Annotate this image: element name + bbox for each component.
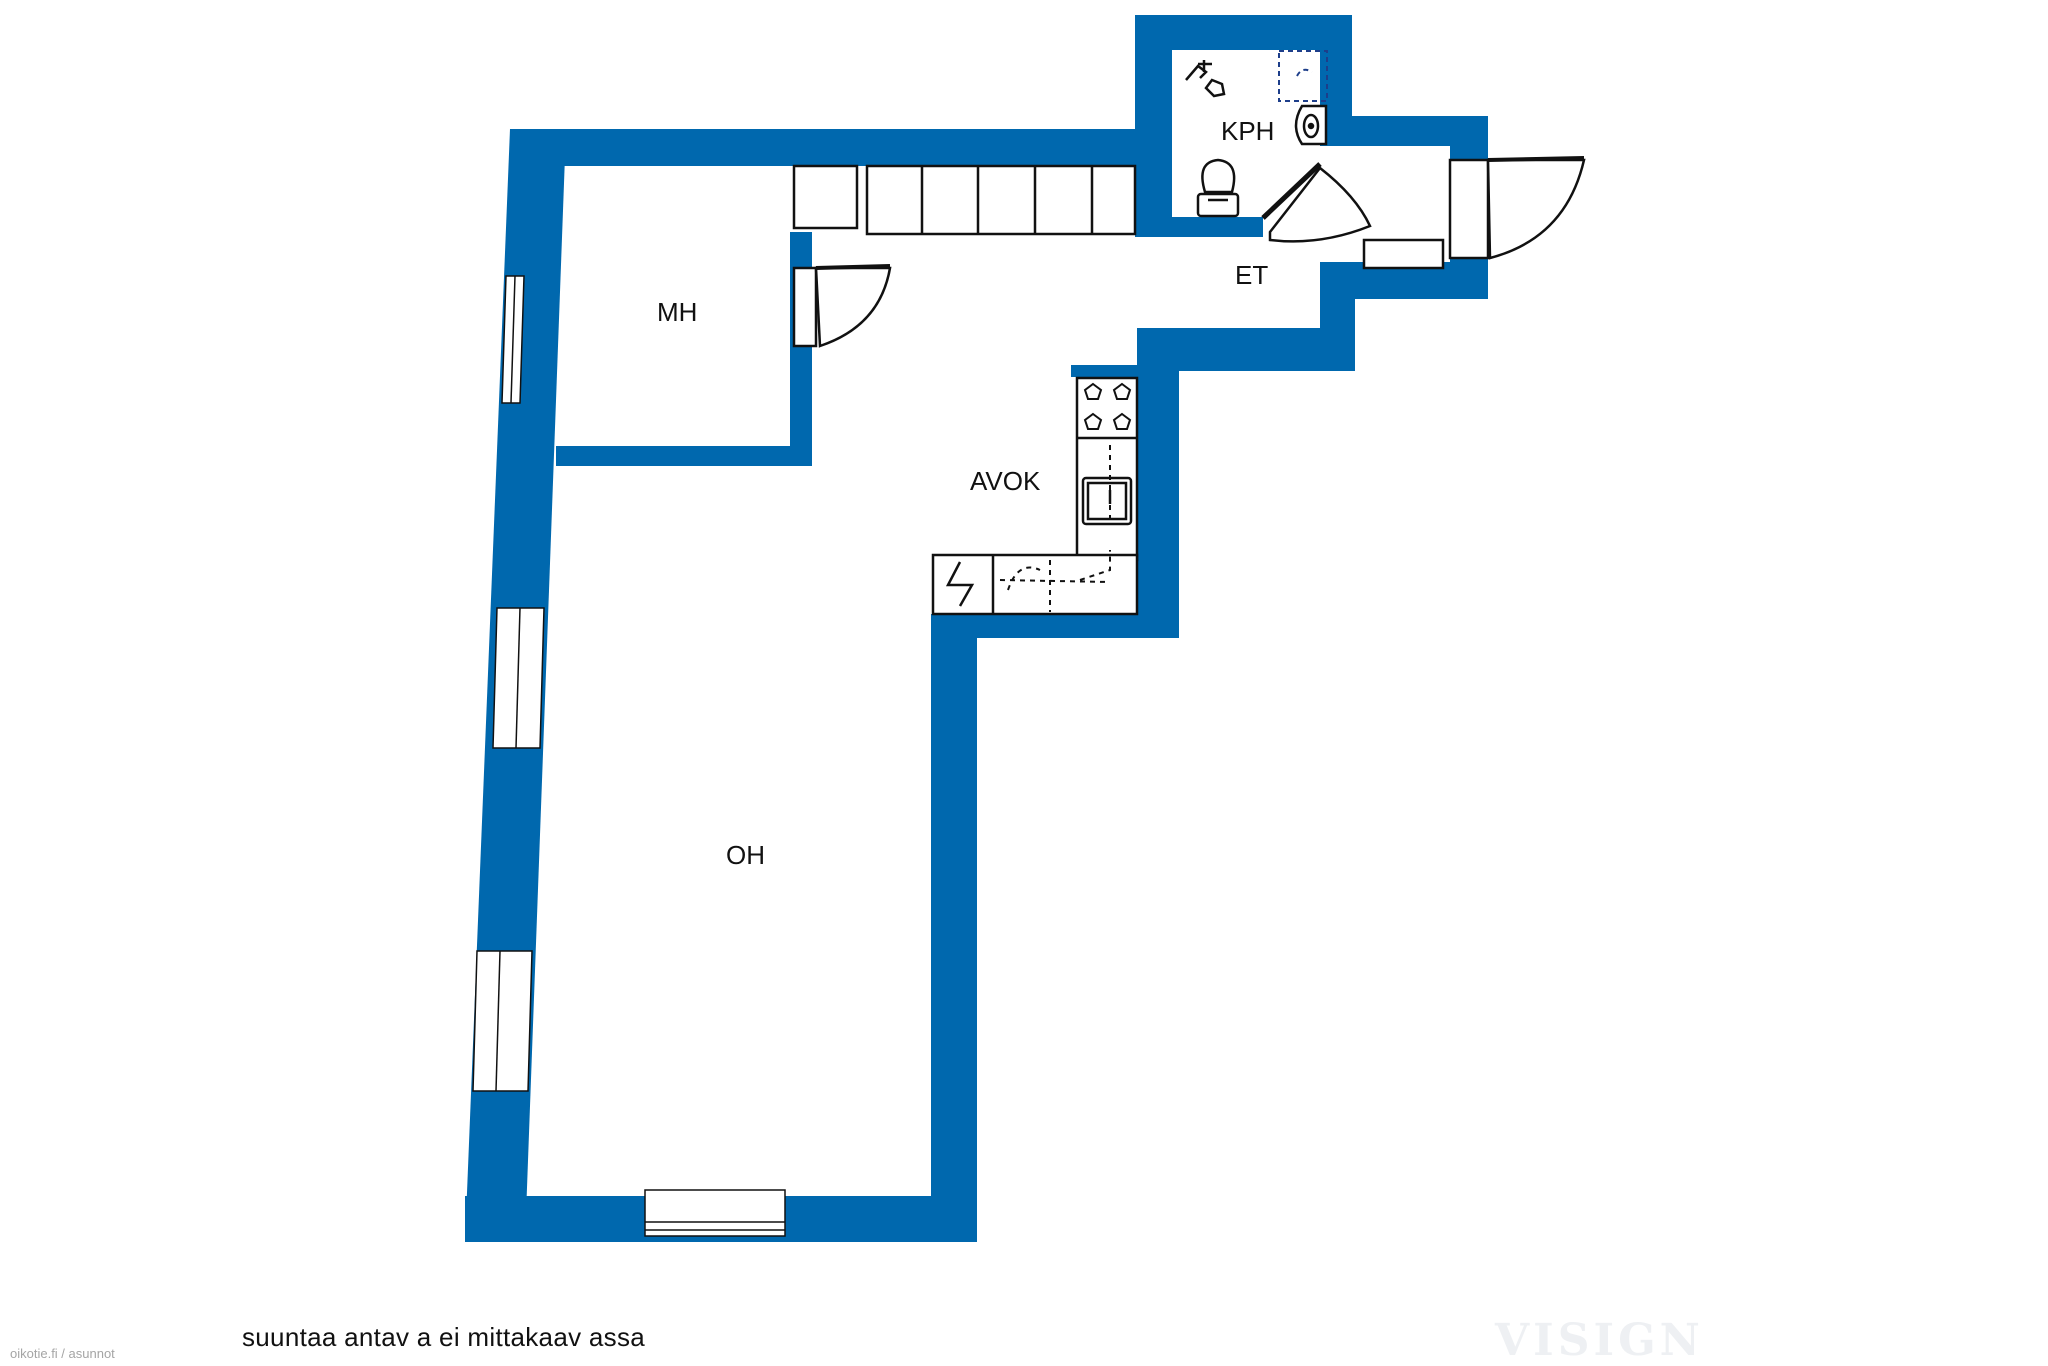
wall-hall-south [1137, 328, 1355, 371]
door-swing-icon [1448, 156, 1586, 260]
room-label-et: ET [1235, 260, 1268, 290]
wall-entry-north [1352, 116, 1488, 146]
scale-disclaimer: suuntaa antav a ei mittakaav assa [242, 1322, 646, 1352]
wardrobe-icon [792, 164, 1137, 236]
wall-east-oh [931, 614, 977, 1242]
entry-shelf [1362, 238, 1445, 270]
tap-icon [1185, 60, 1226, 98]
electric-panel-icon [945, 561, 975, 607]
room-label-kph: KPH [1221, 116, 1274, 146]
wall-kph-south [1135, 217, 1263, 237]
room-label-mh: MH [657, 297, 697, 327]
shower-icon [1278, 50, 1328, 102]
door-swing-icon [792, 264, 892, 348]
source-credit: oikotie.fi / asunnot [10, 1346, 115, 1361]
wall-north [510, 129, 1162, 166]
window-icon [644, 1189, 786, 1237]
room-labels: MH KPH ET AVOK OH [657, 116, 1274, 870]
dishwasher-dashed [999, 440, 1111, 612]
windows [472, 275, 786, 1237]
basin-icon [1294, 104, 1328, 146]
door-swing-icon [1261, 162, 1372, 243]
brand-watermark: VISIGN [1495, 1315, 1704, 1366]
room-label-oh: OH [726, 840, 765, 870]
wall-kitchen-east [1137, 365, 1179, 638]
kitchen-counter [1075, 376, 1139, 562]
window-icon [472, 950, 533, 1092]
sink-icon [1081, 476, 1133, 526]
fixtures [792, 50, 1586, 616]
window-icon [492, 607, 545, 749]
room-label-avok: AVOK [970, 466, 1041, 496]
wall-kph-west [1135, 15, 1172, 237]
wall-mh-south [556, 446, 812, 466]
window-icon [501, 275, 525, 404]
stove-icon [1083, 382, 1132, 430]
toilet-icon [1196, 158, 1240, 218]
